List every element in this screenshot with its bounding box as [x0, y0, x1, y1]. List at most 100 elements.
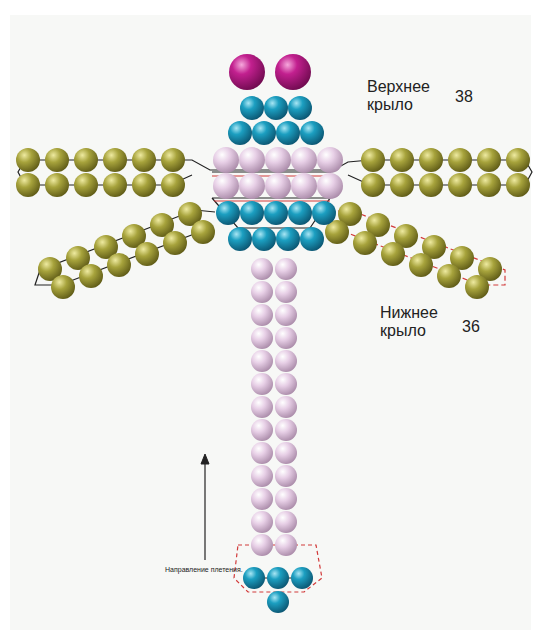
bead — [161, 173, 185, 197]
bead — [312, 201, 336, 225]
bead — [275, 327, 297, 349]
bead — [300, 121, 324, 145]
bead — [448, 148, 472, 172]
bead — [228, 121, 252, 145]
bead — [251, 327, 273, 349]
bead — [103, 148, 127, 172]
bead — [107, 253, 131, 277]
bead — [51, 275, 75, 299]
bead — [275, 442, 297, 464]
bead — [103, 173, 127, 197]
bead — [216, 201, 240, 225]
thread-lines — [18, 160, 532, 592]
bead — [361, 148, 385, 172]
bead — [74, 173, 98, 197]
wing-label: Нижнее крыло — [380, 304, 460, 341]
bead — [251, 442, 273, 464]
direction-note: Направление плетения. — [165, 566, 247, 574]
direction-arrow — [201, 454, 209, 560]
bead — [265, 147, 291, 173]
bead — [506, 173, 530, 197]
bead — [132, 173, 156, 197]
bead — [291, 567, 313, 589]
bead — [163, 231, 187, 255]
bead — [390, 148, 414, 172]
bead — [240, 201, 264, 225]
bead — [275, 258, 297, 280]
bead — [275, 488, 297, 510]
bead — [264, 96, 288, 120]
bead — [275, 350, 297, 372]
bead — [239, 147, 265, 173]
bead — [252, 121, 276, 145]
bead — [275, 304, 297, 326]
bead — [251, 419, 273, 441]
bead-count: 38 — [455, 88, 473, 106]
bead — [16, 173, 40, 197]
bead — [448, 173, 472, 197]
bead — [161, 148, 185, 172]
bead — [251, 373, 273, 395]
bead — [251, 281, 273, 303]
bead — [437, 264, 461, 288]
bead — [213, 173, 239, 199]
bead — [265, 173, 291, 199]
bead — [361, 173, 385, 197]
bead — [317, 147, 343, 173]
bead — [381, 242, 405, 266]
bead — [465, 275, 489, 299]
bead — [45, 173, 69, 197]
bead — [353, 231, 377, 255]
bead — [229, 54, 265, 90]
bead — [276, 227, 300, 251]
bead — [275, 373, 297, 395]
bead — [251, 511, 273, 533]
bead — [45, 148, 69, 172]
bead — [275, 396, 297, 418]
bead — [288, 201, 312, 225]
bead — [275, 281, 297, 303]
bead — [239, 173, 265, 199]
bead — [251, 350, 273, 372]
bead — [132, 148, 156, 172]
bead — [276, 121, 300, 145]
bead — [252, 227, 276, 251]
bead — [74, 148, 98, 172]
bead — [275, 465, 297, 487]
bead — [317, 173, 343, 199]
bead — [213, 147, 239, 173]
bead — [419, 173, 443, 197]
bead — [79, 264, 103, 288]
page-ground — [10, 15, 531, 630]
bead — [243, 567, 265, 589]
bead — [251, 258, 273, 280]
bead — [291, 147, 317, 173]
bead — [275, 419, 297, 441]
bead — [275, 54, 311, 90]
bead — [264, 201, 288, 225]
bead — [477, 173, 501, 197]
bead — [267, 567, 289, 589]
bead — [251, 304, 273, 326]
bead — [409, 253, 433, 277]
bead — [16, 148, 40, 172]
bead — [251, 488, 273, 510]
bead — [240, 96, 264, 120]
bead — [251, 534, 273, 556]
bead — [275, 534, 297, 556]
bead — [251, 465, 273, 487]
bead — [251, 396, 273, 418]
bead — [300, 227, 324, 251]
bead — [288, 96, 312, 120]
bead — [275, 511, 297, 533]
bead — [228, 227, 252, 251]
bead — [191, 220, 215, 244]
bead — [477, 148, 501, 172]
bead — [267, 591, 289, 613]
bead — [135, 242, 159, 266]
bead — [506, 148, 530, 172]
bead — [390, 173, 414, 197]
bead — [291, 173, 317, 199]
wing-label: Верхнее крыло — [367, 78, 437, 115]
bead-count: 36 — [462, 318, 480, 336]
